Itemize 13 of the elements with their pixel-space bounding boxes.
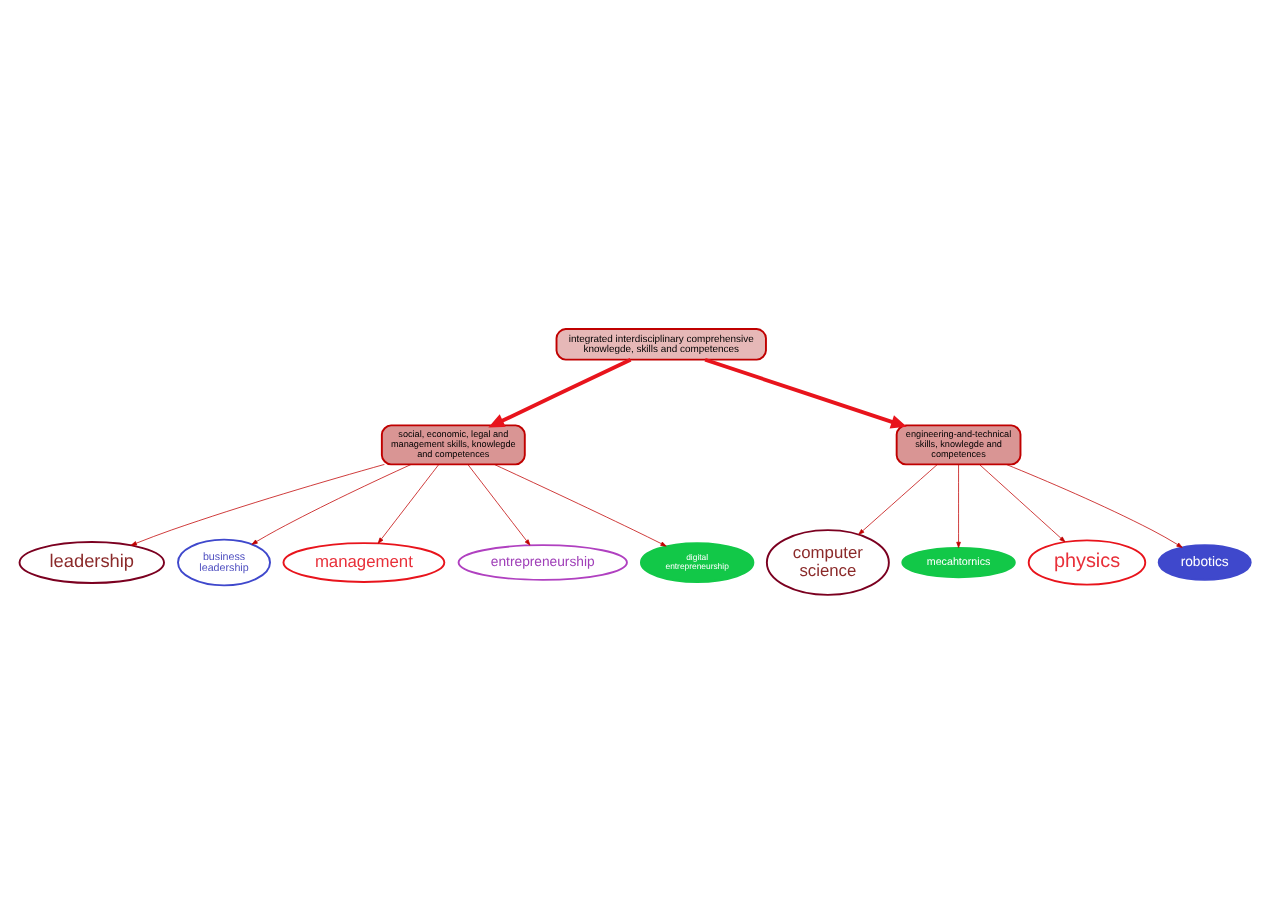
arrow bbox=[704, 356, 907, 428]
arrow bbox=[130, 463, 385, 545]
arrow bbox=[1005, 463, 1183, 547]
arrow bbox=[956, 463, 961, 547]
arrow bbox=[488, 357, 632, 427]
node-ellipse: physics bbox=[1027, 538, 1147, 585]
arrow bbox=[377, 463, 440, 543]
arrow bbox=[493, 463, 667, 546]
arrow bbox=[858, 463, 938, 534]
arrow bbox=[467, 463, 531, 545]
arrow bbox=[979, 463, 1066, 542]
arrow bbox=[251, 463, 412, 544]
node-ellipse: management bbox=[282, 541, 446, 582]
